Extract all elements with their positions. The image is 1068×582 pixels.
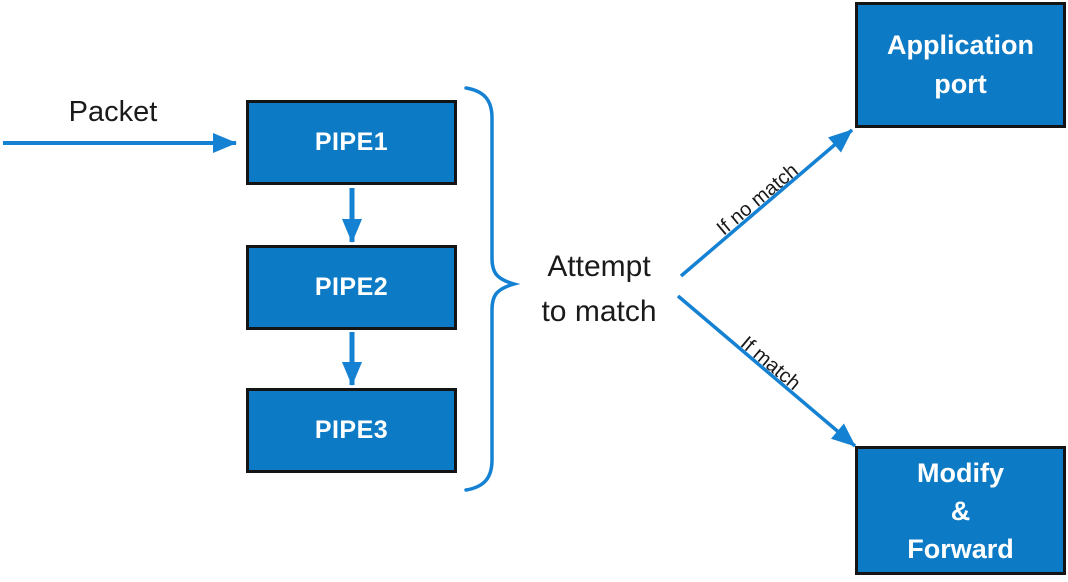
modify-forward-label-line2: &: [950, 495, 971, 526]
pipe1-box: PIPE1: [246, 100, 457, 185]
match-branch-label: If match: [736, 332, 805, 395]
attempt-label-line1: Attempt: [547, 250, 651, 283]
pipe2-label: PIPE2: [314, 273, 389, 301]
pipe2-box: PIPE2: [246, 245, 457, 330]
packet-label: Packet: [68, 96, 158, 128]
pipe3-label: PIPE3: [314, 416, 389, 444]
grouping-brace: [464, 86, 521, 492]
pipe3-box: PIPE3: [246, 388, 457, 473]
pipe1-label: PIPE1: [314, 128, 389, 156]
attempt-label-line2: to match: [541, 295, 657, 328]
modify-forward-label-line3: Forward: [907, 533, 1014, 564]
application-port-box: Application port: [855, 2, 1066, 128]
application-port-label-line1: Application: [887, 30, 1034, 60]
no-match-branch-label: If no match: [712, 159, 803, 240]
attempt-to-match-label: Attempt to match: [523, 244, 675, 334]
modify-forward-box: Modify & Forward: [855, 446, 1066, 575]
modify-forward-label-line1: Modify: [917, 457, 1004, 488]
application-port-label-line2: port: [934, 69, 987, 99]
